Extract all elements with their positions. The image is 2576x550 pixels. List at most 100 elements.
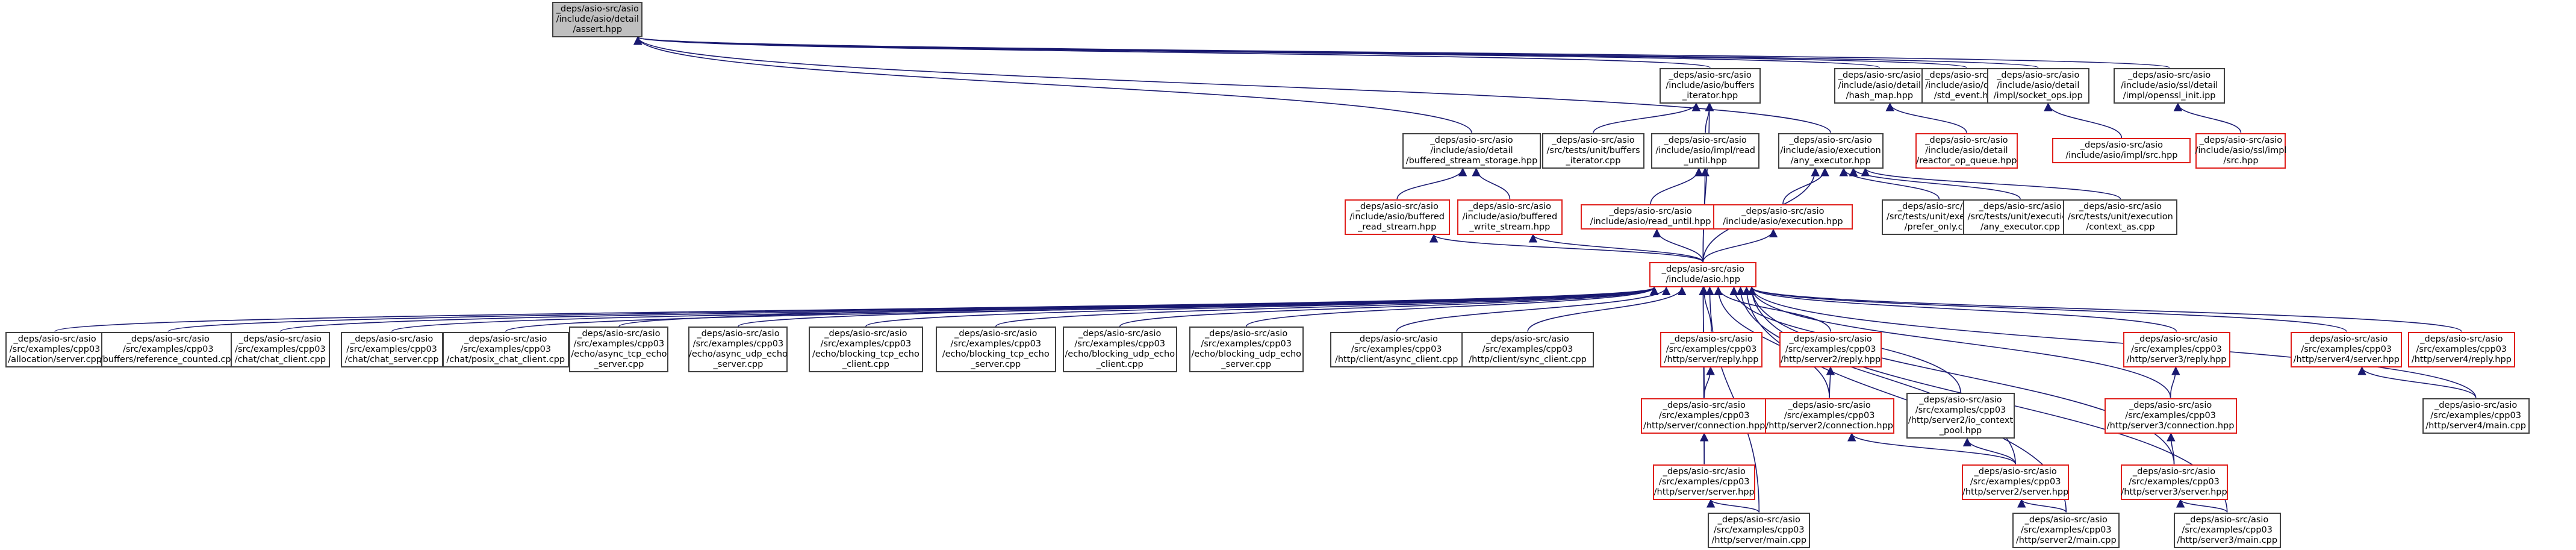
edge-sync-client-to-asio-hpp (1527, 286, 1687, 332)
graph-node-label: _deps/asio-src/asio /include/asio/impl/r… (1655, 135, 1755, 166)
graph-node-impl-read-until[interactable]: _deps/asio-src/asio /include/asio/impl/r… (1651, 133, 1760, 169)
graph-node-blocking-udp-srv[interactable]: _deps/asio-src/asio /src/examples/cpp03 … (1189, 327, 1304, 372)
graph-node-chat-client[interactable]: _deps/asio-src/asio /src/examples/cpp03 … (230, 331, 330, 367)
graph-node-buffered-read-stream[interactable]: _deps/asio-src/asio /include/asio/buffer… (1344, 199, 1450, 235)
edge-async-client-to-asio-hpp (1396, 286, 1671, 332)
graph-node-execution[interactable]: _deps/asio-src/asio /include/asio/execut… (1713, 204, 1853, 230)
graph-node-label: _deps/asio-src/asio /include/asio/buffer… (1349, 201, 1445, 232)
graph-node-label: _deps/asio-src/asio /include/asio/impl/s… (2065, 140, 2178, 160)
edge-s4-main-to-asio-hpp (1747, 286, 2477, 398)
edge-ssl-impl-src-to-openssl-init (2173, 102, 2242, 133)
graph-node-label: _deps/asio-src/asio /include/asio/execut… (1723, 207, 1843, 227)
graph-node-read-until[interactable]: _deps/asio-src/asio /include/asio/read_u… (1581, 204, 1721, 230)
graph-node-label: _deps/asio-src/asio /src/examples/cpp03 … (1664, 334, 1759, 364)
graph-node-async-tcp[interactable]: _deps/asio-src/asio /src/examples/cpp03 … (569, 327, 669, 372)
graph-node-label: _deps/asio-src/asio /include/asio/read_u… (1590, 207, 1711, 227)
graph-node-label: _deps/asio-src/asio /src/examples/cpp03 … (2293, 334, 2400, 364)
graph-node-s2-main[interactable]: _deps/asio-src/asio /src/examples/cpp03 … (2012, 512, 2120, 548)
graph-node-label: _deps/asio-src/asio /include/asio/buffer… (1666, 70, 1755, 101)
graph-node-label: _deps/asio-src/asio /include/asio/ssl/de… (2120, 70, 2218, 101)
graph-node-label: _deps/asio-src/asio /include/asio/detail… (1838, 70, 1921, 101)
graph-node-openssl-init[interactable]: _deps/asio-src/asio /include/asio/ssl/de… (2114, 67, 2226, 104)
graph-node-allocation[interactable]: _deps/asio-src/asio /src/examples/cpp03 … (5, 331, 105, 367)
graph-node-ssl-impl-src[interactable]: _deps/asio-src/asio /include/asio/ssl/im… (2195, 133, 2286, 169)
graph-node-context-as[interactable]: _deps/asio-src/asio /src/tests/unit/exec… (2063, 199, 2178, 235)
edge-s4-main-to-s4-server (2357, 366, 2477, 398)
graph-node-s3-main[interactable]: _deps/asio-src/asio /src/examples/cpp03 … (2173, 512, 2281, 548)
graph-node-label: _deps/asio-src/asio /src/examples/cpp03 … (2177, 514, 2278, 545)
graph-node-reactor-op-queue[interactable]: _deps/asio-src/asio /include/asio/detail… (1915, 133, 2018, 169)
graph-node-label: _deps/asio-src/asio /src/examples/cpp03 … (1766, 400, 1893, 431)
edge-blocking-tcp-srv-to-asio-hpp (995, 286, 1658, 327)
edge-s3-server-to-s3-connection (2167, 433, 2176, 464)
graph-node-s1-server[interactable]: _deps/asio-src/asio /src/examples/cpp03 … (1653, 464, 1756, 500)
edge-asio-hpp-to-read-until (1652, 228, 1704, 263)
graph-node-label: _deps/asio-src/asio /include/asio/detail… (1993, 70, 2083, 101)
graph-node-async-client[interactable]: _deps/asio-src/asio /src/examples/cpp03 … (1330, 331, 1463, 367)
graph-node-label: _deps/asio-src/asio /src/examples/cpp03 … (2106, 400, 2235, 431)
graph-node-label: _deps/asio-src/asio /src/examples/cpp03 … (234, 334, 326, 364)
graph-node-label: _deps/asio-src/asio /include/asio.hpp (1661, 264, 1744, 284)
edge-buffers-iterator-to-root (633, 36, 1711, 69)
graph-node-label: _deps/asio-src/asio /src/tests/unit/exec… (2067, 201, 2173, 232)
graph-node-s2-connection[interactable]: _deps/asio-src/asio /src/examples/cpp03 … (1764, 398, 1894, 434)
edge-buffered-stream-storage-to-root (633, 36, 1472, 133)
graph-node-async-udp[interactable]: _deps/asio-src/asio /src/examples/cpp03 … (688, 327, 788, 372)
graph-node-s4-reply[interactable]: _deps/asio-src/asio /src/examples/cpp03 … (2407, 331, 2515, 367)
edge-context-as-to-any-executor (1861, 167, 2121, 200)
graph-node-s2-reply[interactable]: _deps/asio-src/asio /src/examples/cpp03 … (1779, 331, 1882, 367)
graph-node-io-context-pool[interactable]: _deps/asio-src/asio /src/examples/cpp03 … (1906, 393, 2015, 439)
edge-s4-server-to-asio-hpp (1747, 286, 2347, 333)
graph-node-blocking-tcp-srv[interactable]: _deps/asio-src/asio /src/examples/cpp03 … (935, 327, 1056, 372)
graph-node-blocking-udp[interactable]: _deps/asio-src/asio /src/examples/cpp03 … (1062, 327, 1177, 372)
graph-node-buffered-write-stream[interactable]: _deps/asio-src/asio /include/asio/buffer… (1457, 199, 1563, 235)
graph-node-sync-client[interactable]: _deps/asio-src/asio /src/examples/cpp03 … (1461, 331, 1594, 367)
edge-buffered-write-stream-to-buffered-stream-storage (1472, 167, 1511, 199)
graph-node-label: _deps/asio-src/asio /src/examples/cpp03 … (99, 334, 237, 364)
graph-node-s3-reply[interactable]: _deps/asio-src/asio /src/examples/cpp03 … (2123, 331, 2230, 367)
edge-read-until-to-impl-read-until (1650, 167, 1703, 205)
graph-node-s3-connection[interactable]: _deps/asio-src/asio /src/examples/cpp03 … (2104, 398, 2237, 434)
graph-node-label: _deps/asio-src/asio /include/asio/detail… (556, 4, 639, 34)
edge-s3-connection-to-s3-reply (2170, 366, 2180, 398)
graph-node-label: _deps/asio-src/asio /src/examples/cpp03 … (1469, 334, 1587, 364)
graph-node-blocking-tcp[interactable]: _deps/asio-src/asio /src/examples/cpp03 … (808, 327, 923, 372)
graph-node-asio-hpp[interactable]: _deps/asio-src/asio /include/asio.hpp (1649, 262, 1757, 287)
graph-node-hash-map[interactable]: _deps/asio-src/asio /include/asio/detail… (1834, 67, 1925, 104)
edge-any-executor-to-root (633, 36, 1831, 133)
graph-node-socket-ops[interactable]: _deps/asio-src/asio /include/asio/detail… (1986, 67, 2089, 104)
edge-asio-hpp-to-buffered-read-stream (1430, 234, 1704, 263)
edge-s1-main-to-s1-server (1706, 499, 1760, 513)
graph-node-s1-connection[interactable]: _deps/asio-src/asio /src/examples/cpp03 … (1641, 398, 1768, 434)
graph-node-s1-reply[interactable]: _deps/asio-src/asio /src/examples/cpp03 … (1660, 331, 1763, 367)
graph-node-chat-server[interactable]: _deps/asio-src/asio /src/examples/cpp03 … (340, 331, 443, 367)
graph-node-refcounted[interactable]: _deps/asio-src/asio /src/examples/cpp03 … (99, 331, 237, 367)
graph-node-label: _deps/asio-src/asio /src/examples/cpp03 … (446, 334, 565, 364)
edge-s3-reply-to-asio-hpp (1747, 286, 2177, 332)
graph-node-tests-any-executor[interactable]: _deps/asio-src/asio /src/tests/unit/exec… (1963, 199, 2078, 235)
graph-node-label: _deps/asio-src/asio /src/tests/unit/buff… (1546, 135, 1640, 166)
edge-s2-reply-to-asio-hpp (1714, 286, 1831, 332)
graph-node-s4-main[interactable]: _deps/asio-src/asio /src/examples/cpp03 … (2422, 398, 2530, 434)
edge-s3-connection-to-asio-hpp (1747, 286, 2171, 398)
graph-node-posix-chat[interactable]: _deps/asio-src/asio /src/examples/cpp03 … (442, 331, 569, 367)
graph-node-label: _deps/asio-src/asio /src/examples/cpp03 … (1962, 466, 2069, 497)
graph-node-tests-buffers-iterator[interactable]: _deps/asio-src/asio /src/tests/unit/buff… (1542, 133, 1645, 169)
graph-node-s1-main[interactable]: _deps/asio-src/asio /src/examples/cpp03 … (1708, 512, 1811, 548)
edge-buffered-read-stream-to-buffered-stream-storage (1396, 167, 1467, 199)
graph-node-s4-server[interactable]: _deps/asio-src/asio /src/examples/cpp03 … (2291, 331, 2403, 367)
graph-node-label: _deps/asio-src/asio /src/examples/cpp03 … (2126, 334, 2227, 364)
graph-node-root[interactable]: _deps/asio-src/asio /include/asio/detail… (552, 1, 643, 37)
graph-node-label: _deps/asio-src/asio /src/examples/cpp03 … (344, 334, 439, 364)
graph-node-impl-src[interactable]: _deps/asio-src/asio /include/asio/impl/s… (2052, 138, 2191, 163)
graph-node-buffered-stream-storage[interactable]: _deps/asio-src/asio /include/asio/detail… (1402, 133, 1541, 169)
graph-node-buffers-iterator[interactable]: _deps/asio-src/asio /include/asio/buffer… (1660, 67, 1761, 104)
graph-node-any-executor[interactable]: _deps/asio-src/asio /include/asio/execut… (1778, 133, 1884, 169)
graph-node-s2-server[interactable]: _deps/asio-src/asio /src/examples/cpp03 … (1962, 464, 2070, 500)
edge-prefer-only-to-any-executor (1839, 167, 1940, 199)
edge-s2-connection-to-s2-reply (1826, 366, 1835, 398)
graph-node-label: _deps/asio-src/asio /include/asio/detail… (1405, 135, 1538, 166)
graph-node-s3-server[interactable]: _deps/asio-src/asio /src/examples/cpp03 … (2120, 464, 2228, 500)
edge-s4-reply-to-asio-hpp (1747, 286, 2462, 333)
